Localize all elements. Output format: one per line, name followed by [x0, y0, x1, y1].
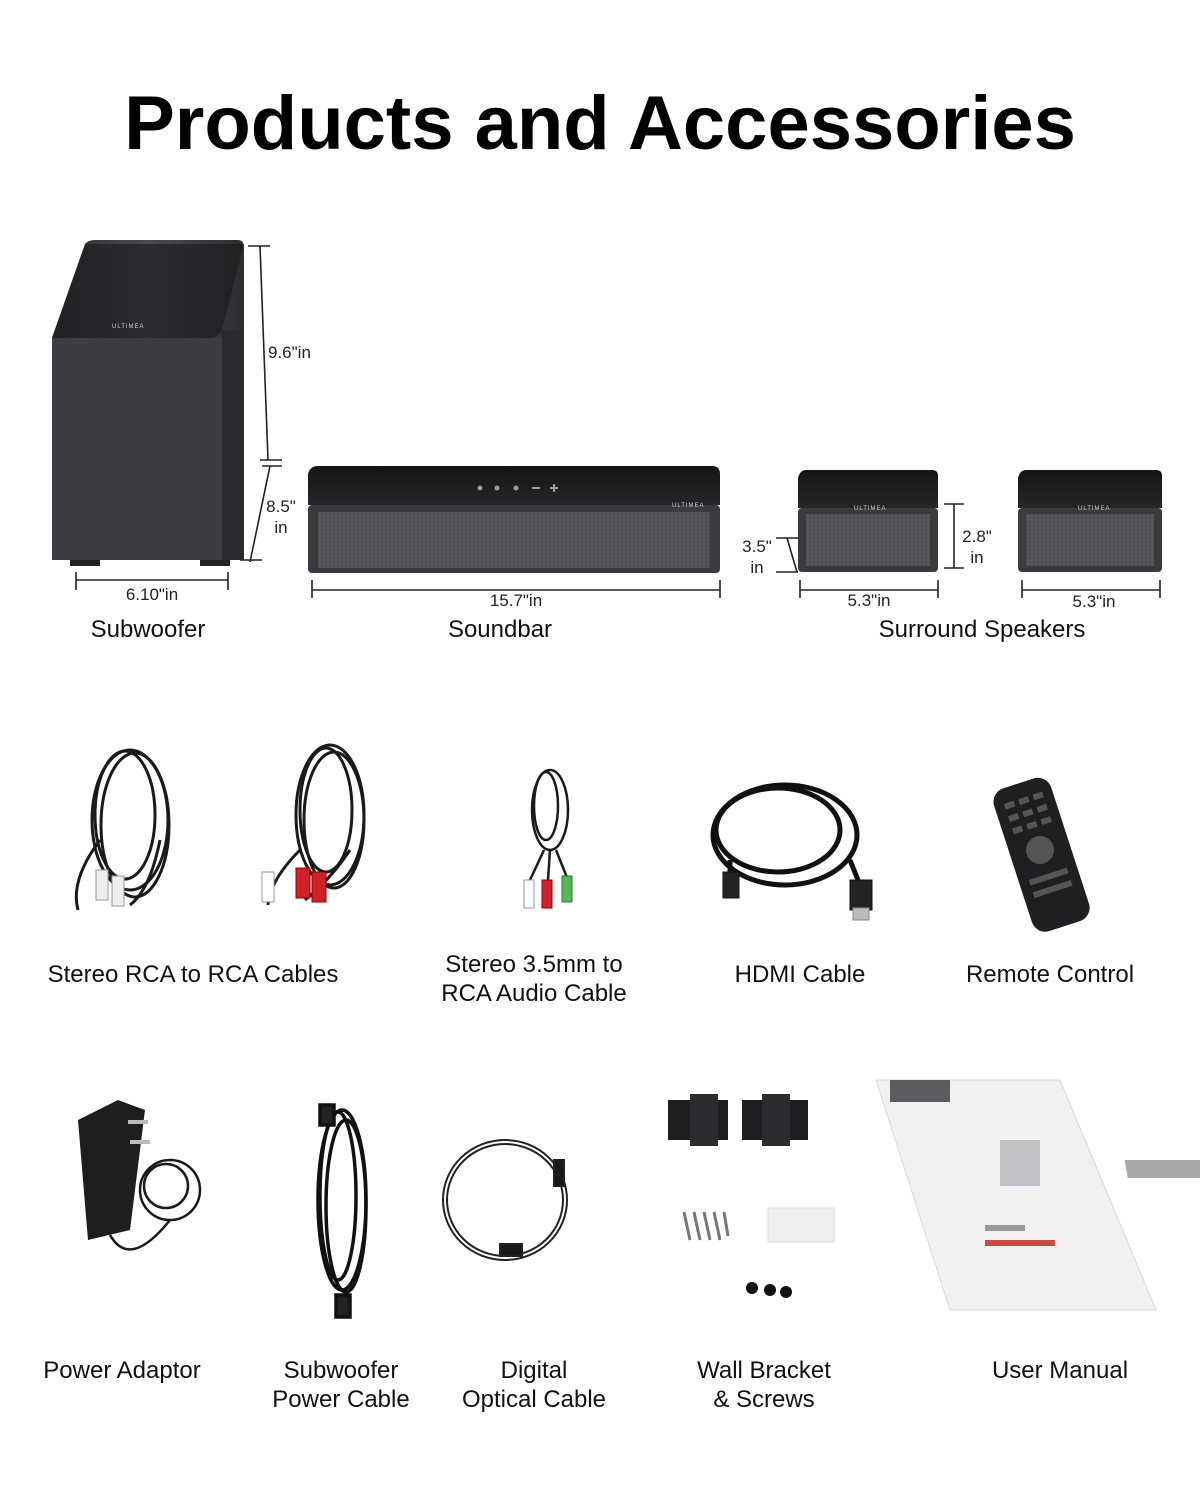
subwoofer-depth-unit: in — [274, 518, 288, 537]
cable-coil-icon — [523, 768, 573, 909]
surround-speaker-image — [1018, 470, 1162, 572]
surround-dimension-lines — [776, 503, 1161, 598]
wall-bracket-caption-line2: & Screws — [713, 1386, 815, 1413]
aux-cable-caption-line1: Stereo 3.5mm to — [445, 951, 623, 978]
surround-caption: Surround Speakers — [878, 616, 1086, 643]
surround-depth-value: 2.8" — [962, 527, 992, 546]
surround-brand-label: ULTIMEA — [854, 506, 887, 512]
wall-bracket-caption-line1: Wall Bracket — [697, 1357, 831, 1384]
cable-coil-icon — [710, 782, 873, 921]
cable-coil-icon — [316, 1103, 368, 1319]
hdmi-cable-caption: HDMI Cable — [734, 961, 866, 988]
subwoofer-image — [52, 240, 244, 566]
cable-coil-icon — [261, 743, 366, 906]
user-manual-caption: User Manual — [991, 1357, 1129, 1384]
soundbar-dimension-line — [311, 580, 721, 598]
user-manual-icon — [875, 1079, 1200, 1311]
optical-cable-caption-line1: Digital — [500, 1357, 568, 1384]
subwoofer-width-label: 6.10"in — [125, 585, 179, 604]
cable-coil-icon — [442, 1139, 568, 1261]
page-title: Products and Accessories — [124, 81, 1076, 166]
remote-control-caption: Remote Control — [965, 961, 1135, 988]
cable-coil-icon — [74, 748, 171, 911]
surround-right-width-label: 5.3"in — [1072, 592, 1116, 611]
aux-cable-caption: Stereo 3.5mm to RCA Audio Cable — [414, 950, 654, 1008]
soundbar-width-label: 15.7"in — [489, 591, 543, 610]
surround-depth-label: 2.8" in — [954, 526, 1000, 568]
aux-cable-caption-line2: RCA Audio Cable — [441, 980, 627, 1007]
subwoofer-depth-value: 8.5" — [266, 497, 296, 516]
optical-cable-caption: Digital Optical Cable — [440, 1356, 628, 1414]
subwoofer-caption: Subwoofer — [90, 616, 206, 643]
surround-brand-label: ULTIMEA — [1078, 506, 1111, 512]
surround-height-value: 3.5" — [742, 537, 772, 556]
subwoofer-dimension-lines — [75, 245, 282, 590]
surround-left-width-label: 5.3"in — [847, 591, 891, 610]
surround-speaker-image — [798, 470, 938, 572]
soundbar-brand-label: ULTIMEA — [672, 503, 705, 509]
subwoofer-depth-label: 8.5" in — [258, 496, 304, 538]
surround-height-label: 3.5" in — [734, 536, 780, 578]
rca-cables-caption: Stereo RCA to RCA Cables — [47, 961, 339, 988]
soundbar-caption: Soundbar — [447, 616, 553, 643]
power-adaptor-caption: Power Adaptor — [43, 1357, 201, 1384]
surround-depth-unit: in — [970, 548, 984, 567]
wall-bracket-icon — [668, 1094, 835, 1298]
sub-power-cable-caption-line2: Power Cable — [272, 1386, 410, 1413]
sub-power-cable-caption: Subwoofer Power Cable — [246, 1356, 436, 1414]
soundbar-image — [308, 466, 720, 573]
power-adaptor-icon — [78, 1100, 202, 1251]
sub-power-cable-caption-line1: Subwoofer — [283, 1357, 399, 1384]
surround-height-unit: in — [750, 558, 764, 577]
subwoofer-height-label: 9.6"in — [268, 343, 311, 362]
subwoofer-brand-label: ULTIMEA — [112, 324, 145, 330]
wall-bracket-caption: Wall Bracket & Screws — [664, 1356, 864, 1414]
remote-icon — [993, 777, 1090, 932]
optical-cable-caption-line2: Optical Cable — [461, 1386, 607, 1413]
